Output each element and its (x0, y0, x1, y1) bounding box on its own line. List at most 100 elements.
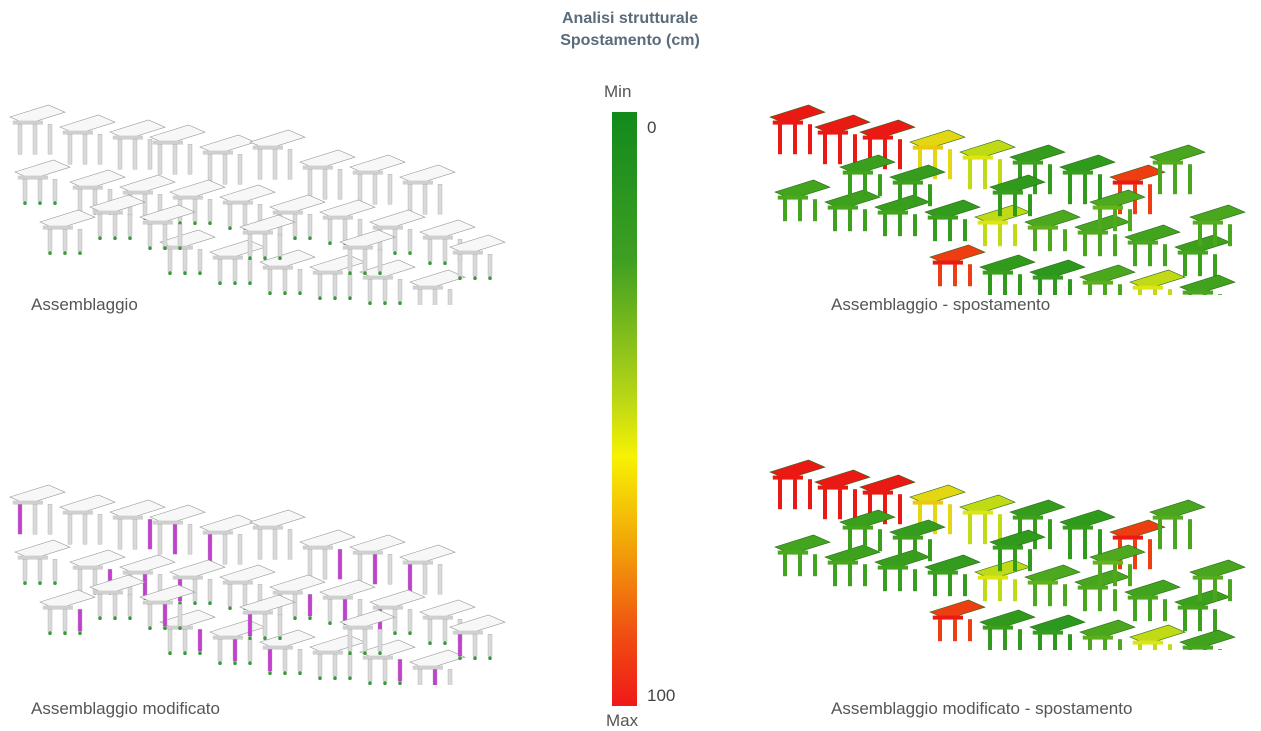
column (1198, 254, 1202, 277)
slab-edge (272, 590, 303, 595)
column (377, 628, 383, 652)
column (783, 554, 787, 577)
column (988, 274, 992, 295)
column (1168, 289, 1172, 295)
column (112, 593, 118, 617)
column (848, 174, 852, 197)
module (39, 589, 96, 635)
module (109, 499, 166, 550)
module (319, 579, 376, 625)
column (1188, 519, 1192, 550)
column (222, 153, 228, 185)
support-node (233, 281, 237, 285)
support-node (283, 291, 287, 295)
slab-edge (1062, 170, 1093, 175)
column (22, 558, 28, 582)
support-node (473, 276, 477, 280)
column (983, 159, 987, 190)
column (427, 238, 433, 262)
module (369, 209, 426, 255)
column (968, 159, 972, 190)
module (399, 164, 456, 215)
support-node (443, 261, 447, 265)
column (1148, 539, 1152, 570)
column (287, 149, 293, 180)
column (282, 268, 288, 292)
column (1213, 609, 1217, 632)
module (9, 484, 66, 535)
support-node (368, 301, 372, 305)
column (387, 553, 393, 585)
column (207, 153, 213, 185)
column (112, 213, 118, 237)
slab-edge (1182, 290, 1213, 295)
module (924, 199, 981, 242)
module (989, 529, 1046, 572)
slab-edge (982, 270, 1013, 275)
column (1048, 519, 1052, 550)
support-node (193, 221, 197, 225)
module (814, 114, 871, 165)
module (59, 114, 116, 165)
module (14, 539, 71, 585)
support-node (148, 626, 152, 630)
column (998, 194, 1002, 217)
column (998, 514, 1002, 545)
module (1059, 154, 1116, 205)
module (1124, 579, 1181, 622)
column (222, 533, 228, 565)
support-node (308, 236, 312, 240)
column (1133, 599, 1137, 622)
column (282, 648, 288, 672)
support-node (298, 291, 302, 295)
module (1179, 274, 1236, 295)
module (1089, 544, 1146, 587)
support-node (333, 676, 337, 680)
column (67, 514, 73, 545)
module (909, 484, 966, 535)
module (1174, 589, 1231, 632)
support-node (328, 241, 332, 245)
label-assembly: Assemblaggio (31, 295, 138, 314)
slab-edge (172, 195, 203, 200)
slab-edge (1152, 515, 1183, 520)
column (1163, 244, 1167, 267)
support-node (398, 301, 402, 305)
slab-edge (202, 150, 233, 155)
support-node (443, 641, 447, 645)
column (1118, 639, 1122, 650)
module (1074, 569, 1131, 612)
column (1003, 629, 1007, 650)
support-node (263, 256, 267, 260)
slab-edge (242, 610, 273, 615)
module (859, 474, 916, 525)
slab-edge (1077, 585, 1108, 590)
module (9, 104, 66, 155)
column (257, 529, 263, 560)
column (322, 168, 328, 200)
column (1048, 229, 1052, 252)
column (377, 248, 383, 272)
column (197, 628, 203, 652)
column (142, 573, 148, 597)
support-node (278, 636, 282, 640)
column (347, 248, 353, 272)
column (883, 139, 887, 170)
module (1024, 209, 1081, 252)
column (1173, 519, 1177, 550)
model-assembly-modified-displacement (760, 450, 1260, 650)
slab-edge (1127, 240, 1158, 245)
column (1188, 164, 1192, 195)
column (968, 514, 972, 545)
slab-edge (302, 165, 333, 170)
slab-edge (362, 655, 393, 660)
module (259, 629, 316, 675)
slab-edge (1027, 225, 1058, 230)
slab-edge (862, 135, 893, 140)
slab-edge (1012, 515, 1043, 520)
support-node (408, 631, 412, 635)
module (39, 209, 96, 255)
slab-edge (1062, 525, 1093, 530)
column (382, 278, 388, 302)
column (387, 173, 393, 205)
